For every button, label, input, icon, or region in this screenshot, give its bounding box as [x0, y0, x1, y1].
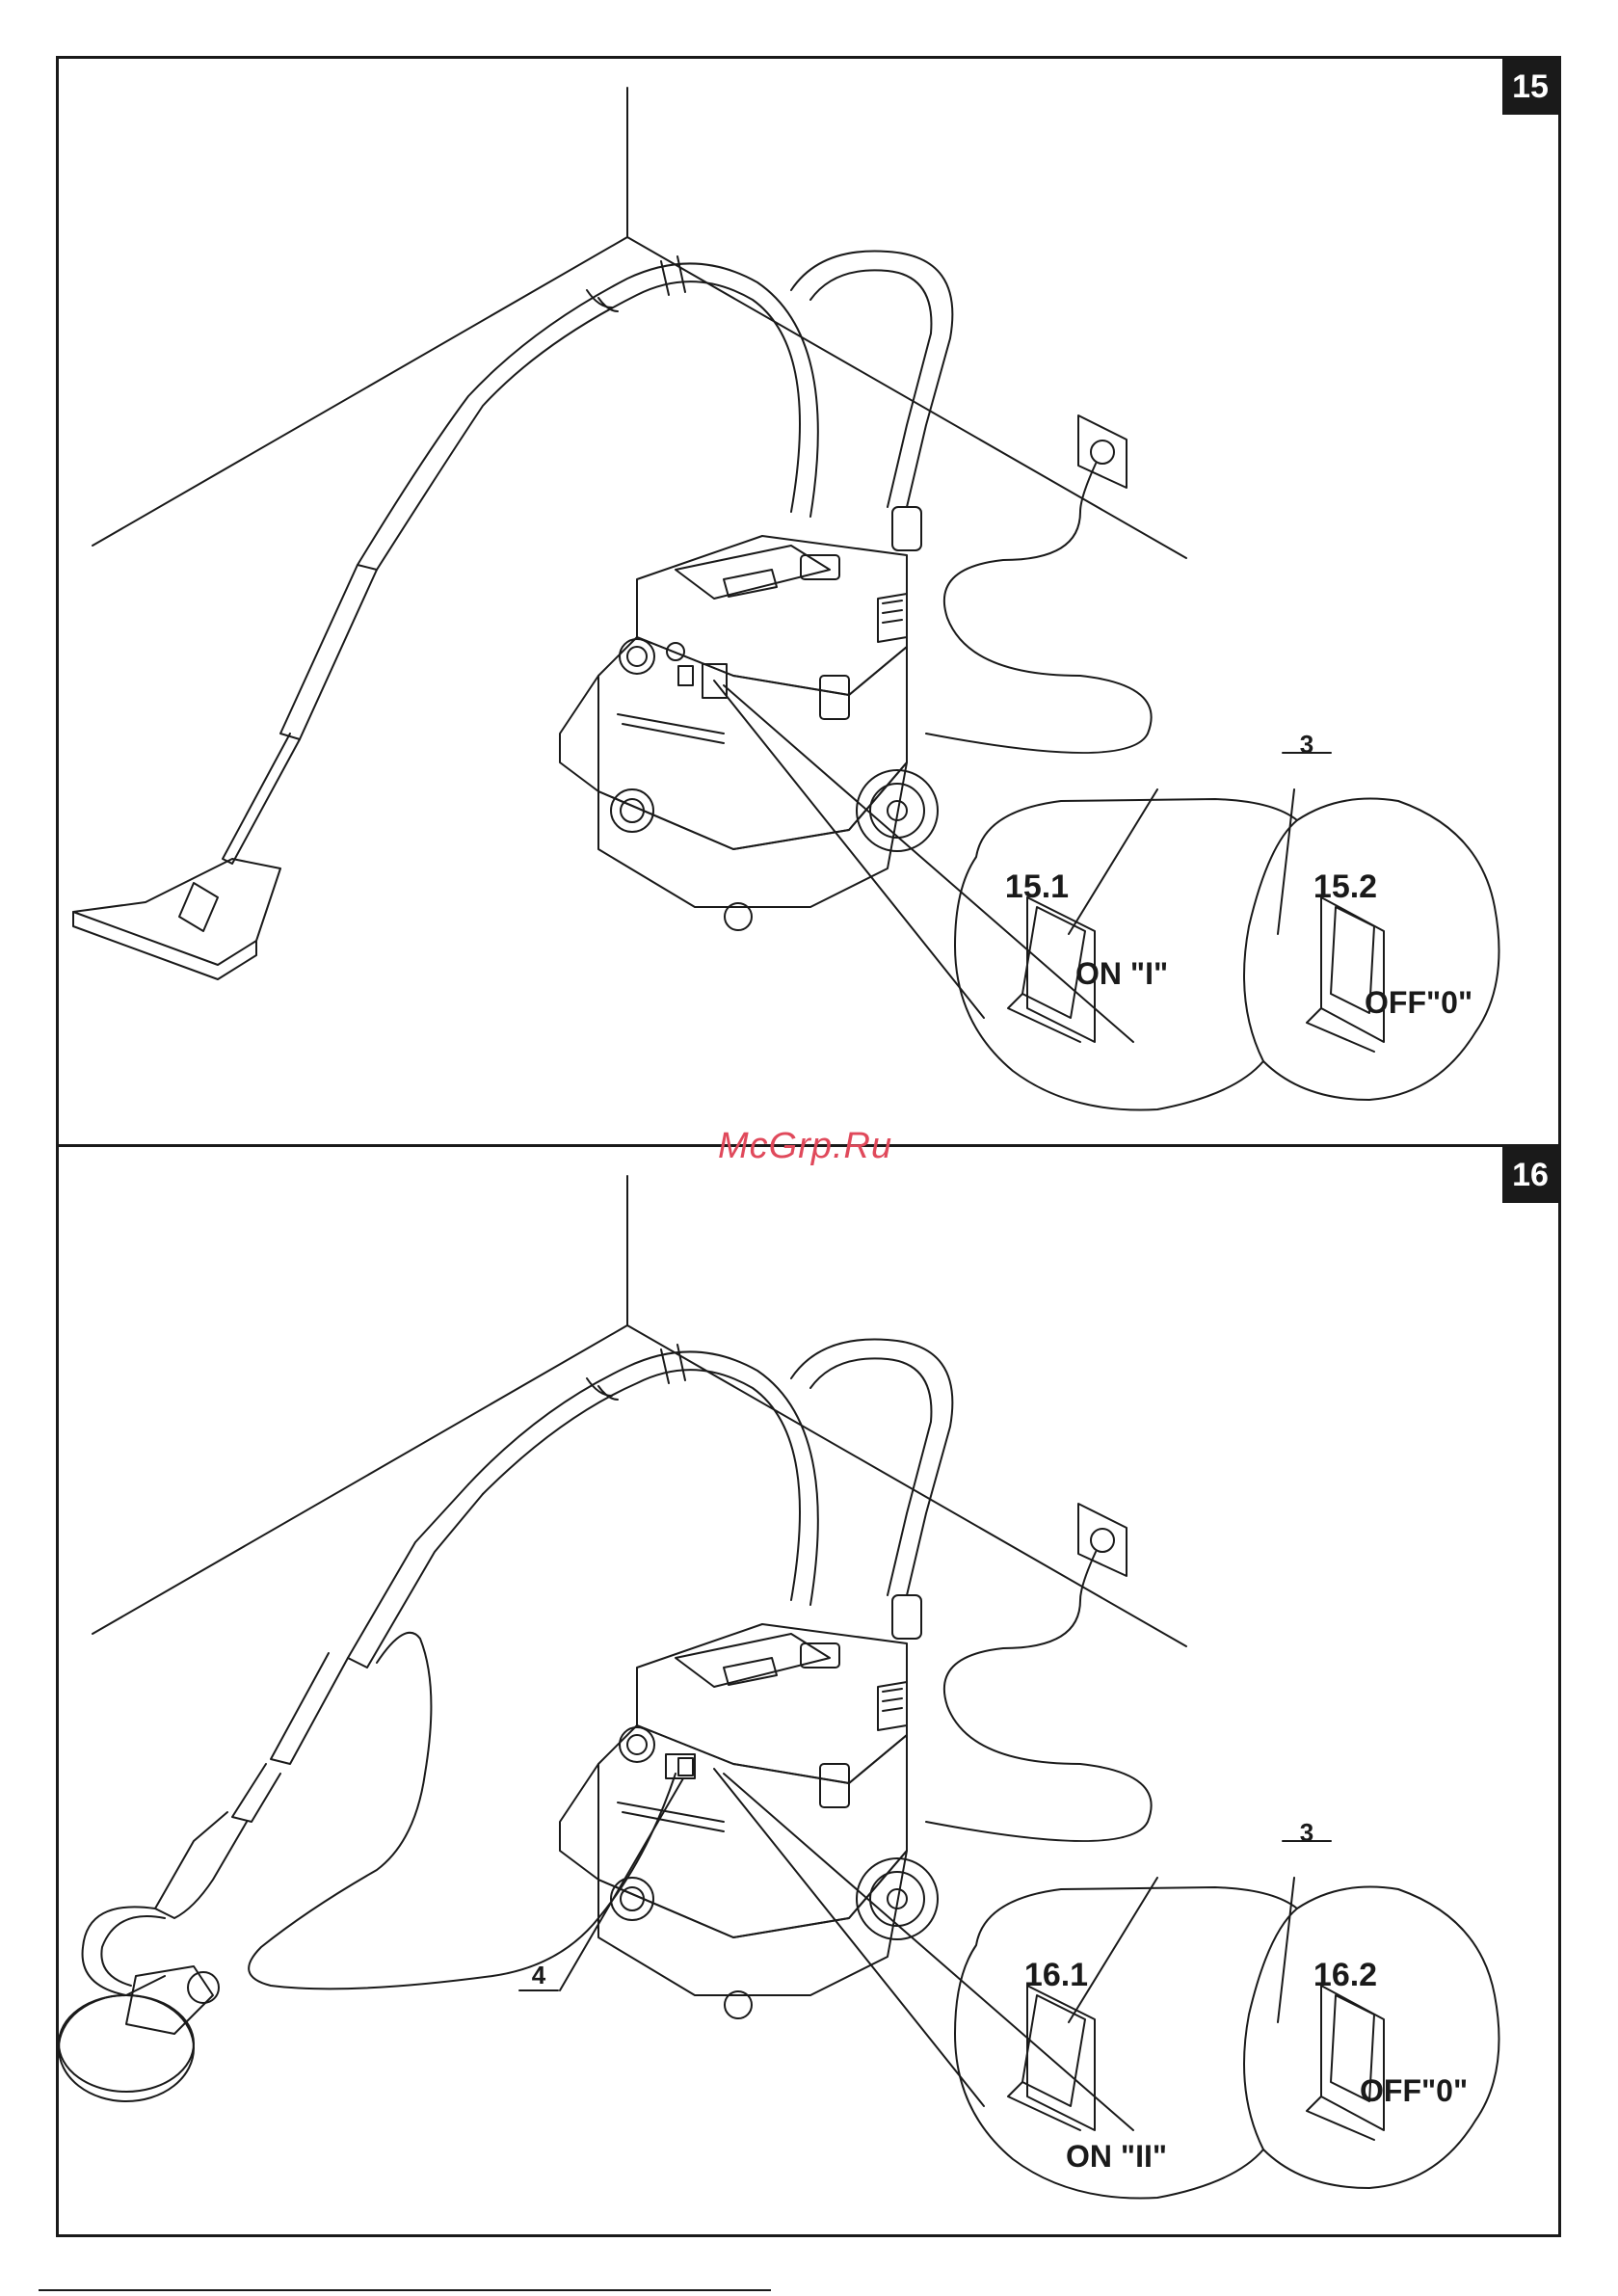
- rocker-switch-on: [1008, 789, 1157, 1042]
- ref-label-3: 3: [1300, 730, 1313, 759]
- floor-wall-left: [93, 1325, 627, 1634]
- ref-label-3: 3: [1300, 1818, 1313, 1847]
- switch-state-off: OFF"0": [1365, 985, 1472, 1020]
- inset-leader-line: [724, 685, 1133, 1042]
- inset-label-16-2: 16.2: [1313, 1957, 1377, 1993]
- inset-label-15-2: 15.2: [1313, 868, 1377, 905]
- vacuum-with-sander-illustration: 3 4 16.1 16.2 ON "II" OFF"0": [59, 1147, 1558, 2234]
- figure-16: 16: [56, 1144, 1561, 2237]
- switch-state-off: OFF"0": [1360, 2073, 1468, 2108]
- floor-wall-left: [93, 237, 627, 546]
- switch-state-on: ON "I": [1075, 956, 1168, 991]
- ref-label-4: 4: [532, 1961, 546, 1989]
- inset-label-16-1: 16.1: [1024, 1957, 1088, 1993]
- inset-leader-line: [714, 681, 984, 1018]
- handle: [791, 1340, 952, 1640]
- rocker-switch-on: [1008, 1878, 1157, 2130]
- inset-leader-line: [724, 1774, 1133, 2130]
- vacuum-body: [560, 536, 938, 930]
- ref-leader-4: [560, 1778, 683, 1990]
- switch-inset-bubble: [955, 799, 1499, 1110]
- power-switch: [678, 1758, 693, 1775]
- hose: [73, 256, 818, 979]
- hose: [348, 1345, 818, 1668]
- ref-leader-3-left: [1069, 1878, 1157, 2022]
- floor-wall-right: [627, 237, 1186, 558]
- switch-state-on: ON "II": [1066, 2139, 1167, 2174]
- wall-socket-icon: [926, 1504, 1152, 1841]
- inset-label-15-1: 15.1: [1005, 868, 1069, 905]
- footer-rule: [39, 2289, 771, 2291]
- floor-wall-right: [627, 1325, 1186, 1646]
- handle: [791, 252, 952, 551]
- switch-inset-bubble: [955, 1887, 1499, 2199]
- ref-leader-3-left: [1069, 789, 1157, 934]
- figure-15: 15: [56, 56, 1561, 1147]
- vacuum-body: [560, 1624, 938, 2018]
- vacuum-illustration: 3 15.1 15.2 ON "I" OFF"0": [59, 59, 1558, 1144]
- watermark: McGrp.Ru: [718, 1126, 892, 1167]
- power-switch: [678, 666, 693, 685]
- wall-socket-icon: [926, 415, 1152, 753]
- inset-leader-line: [714, 1769, 984, 2106]
